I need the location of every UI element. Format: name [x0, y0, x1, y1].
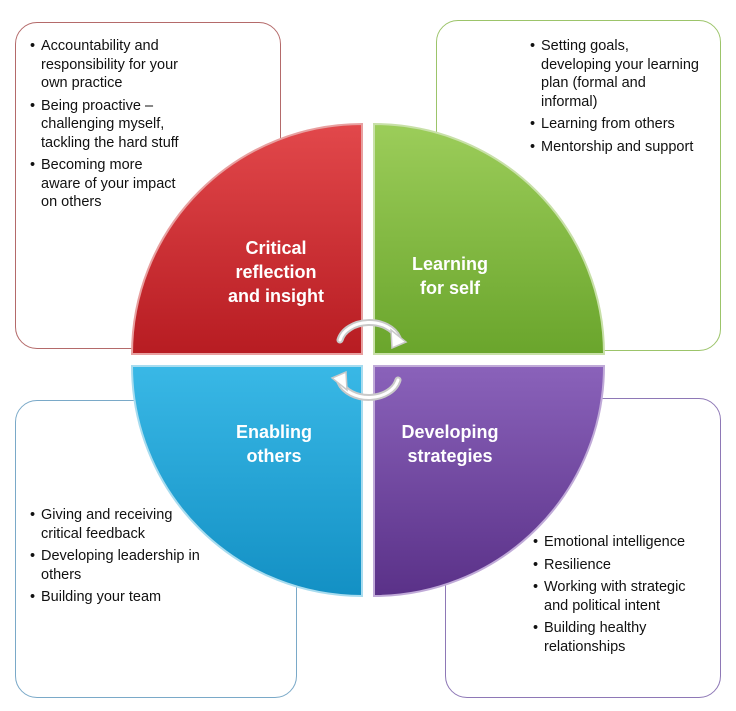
learning-for-self-quadrant [373, 122, 606, 355]
list-item: Working with strategic and political int… [533, 578, 713, 615]
enabling-others-label-line-2: others [246, 446, 301, 466]
list-item: Being proactive – challenging myself, ta… [30, 97, 180, 153]
list-item: Emotional intelligence [533, 533, 713, 552]
learning-for-self-label-line-1: Learning [412, 254, 488, 274]
critical-reflection-list: Accountability and responsibility for yo… [30, 37, 180, 216]
enabling-others-quadrant [130, 365, 363, 598]
list-item: Becoming more aware of your impact on ot… [30, 156, 180, 212]
list-item: Building your team [30, 588, 200, 607]
developing-strategies-quadrant [373, 365, 606, 598]
critical-reflection-label-line-3: and insight [228, 286, 324, 306]
enabling-others-list: Giving and receiving critical feedback D… [30, 506, 200, 611]
critical-reflection-label-line-1: Critical [245, 238, 306, 258]
critical-reflection-label-line-2: reflection [235, 262, 316, 282]
learning-for-self-list: Setting goals, developing your learning … [530, 37, 700, 160]
list-item: Building healthy relationships [533, 619, 713, 656]
developing-strategies-label-line-1: Developing [401, 422, 498, 442]
list-item: Developing leadership in others [30, 547, 200, 584]
list-item: Setting goals, developing your learning … [530, 37, 700, 111]
developing-strategies-list: Emotional intelligence Resilience Workin… [533, 533, 713, 660]
critical-reflection-quadrant [130, 122, 363, 355]
developing-strategies-label-line-2: strategies [407, 446, 492, 466]
list-item: Giving and receiving critical feedback [30, 506, 200, 543]
list-item: Learning from others [530, 115, 700, 134]
arrow-head-icon [330, 370, 348, 392]
list-item: Accountability and responsibility for yo… [30, 37, 180, 93]
learning-for-self-label-line-2: for self [420, 278, 481, 298]
list-item: Mentorship and support [530, 138, 700, 157]
enabling-others-label-line-1: Enabling [236, 422, 312, 442]
list-item: Resilience [533, 556, 713, 575]
arrow-head-icon [390, 328, 408, 350]
